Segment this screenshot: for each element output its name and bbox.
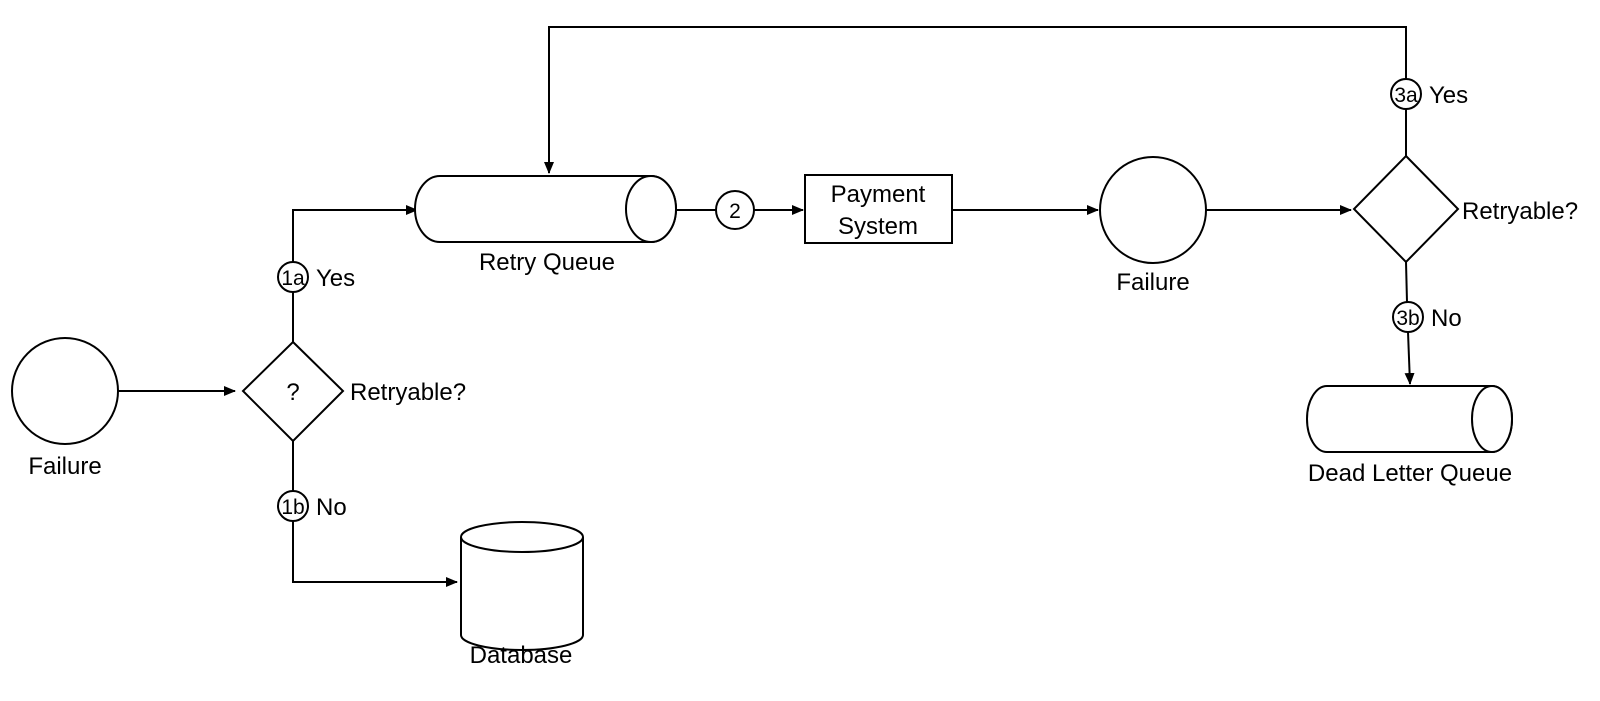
step-1a-text: Yes [316, 265, 355, 292]
decision-left-mark: ? [286, 379, 299, 406]
edge-1b-to-database [292, 521, 458, 587]
retryable-decision-right [1352, 154, 1460, 264]
decision-left-label: Retryable? [350, 379, 466, 406]
step-1a-badge [277, 261, 309, 293]
step-2-badge [715, 190, 755, 230]
payment-system-box [804, 174, 953, 244]
retryable-decision-left [241, 340, 345, 443]
step-1a-number: 1a [281, 267, 305, 290]
edge-1a-to-retry-queue [292, 205, 418, 262]
retry-queue-cylinder [414, 175, 677, 243]
step-3a-number: 3a [1394, 84, 1418, 107]
step-3b-number: 3b [1396, 307, 1419, 330]
step-1b-badge [277, 490, 309, 522]
failure-node-right [1099, 156, 1207, 264]
payment-system-line1: Payment [831, 181, 926, 208]
database-cylinder [460, 521, 584, 651]
edge-decision-right-to-3b [1405, 261, 1408, 303]
failure-left-label: Failure [28, 453, 101, 480]
edge-3a-loop-to-retry-queue [544, 26, 1407, 174]
dead-letter-queue-cylinder [1306, 385, 1513, 453]
step-3b-text: No [1431, 305, 1462, 332]
edge-3b-to-dead-letter-queue [1404, 331, 1415, 385]
decision-right-label: Retryable? [1462, 198, 1578, 225]
step-1b-text: No [316, 494, 347, 521]
failure-right-label: Failure [1116, 269, 1189, 296]
retry-queue-label: Retry Queue [479, 249, 615, 276]
step-3a-text: Yes [1429, 82, 1468, 109]
step-3a-badge [1390, 78, 1422, 110]
step-1b-number: 1b [281, 496, 304, 519]
step-3b-badge [1392, 301, 1424, 333]
payment-system-line2: System [838, 213, 918, 240]
step-2-number: 2 [729, 200, 741, 223]
dead-letter-queue-label: Dead Letter Queue [1308, 460, 1512, 487]
failure-node-left [11, 337, 119, 445]
database-label: Database [470, 642, 573, 669]
